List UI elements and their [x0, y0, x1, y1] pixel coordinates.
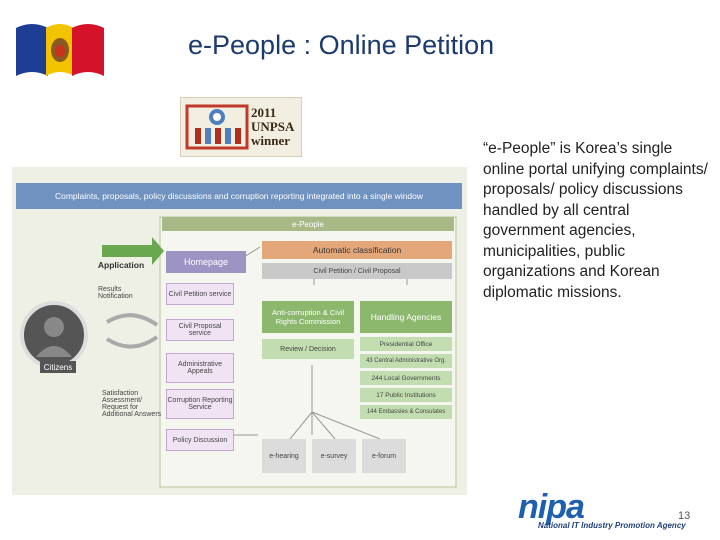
output-e-forum: e-forum: [362, 439, 406, 473]
badge-label: winner: [251, 133, 290, 148]
slide-title: e-People : Online Petition: [188, 30, 495, 60]
service-civil-petition: Civil Petition service: [166, 283, 234, 305]
satisfaction-label: Satisfaction Assessment/ Request for Add…: [102, 390, 162, 418]
un-public-service-logo-icon: [185, 104, 249, 150]
nipa-logo-text: nipa: [518, 488, 585, 526]
agency-central-org: 43 Central Administrative Org.: [360, 354, 452, 368]
automatic-classification-box: Automatic classification: [262, 241, 452, 259]
output-e-survey: e-survey: [312, 439, 356, 473]
output-e-hearing: e-hearing: [262, 439, 306, 473]
agency-local-governments: 244 Local Governments: [360, 371, 452, 385]
homepage-box: Homepage: [166, 251, 246, 273]
diagram-banner: Complaints, proposals, policy discussion…: [16, 183, 462, 209]
review-decision-box: Review / Decision: [262, 339, 354, 359]
results-notification-label: Results Notification: [98, 286, 133, 300]
e-people-header: e-People: [162, 217, 454, 231]
handling-agencies-box: Handling Agencies: [360, 301, 452, 333]
badge-year: 2011: [251, 105, 277, 120]
e-people-diagram: Complaints, proposals, policy discussion…: [12, 167, 467, 495]
service-civil-proposal: Civil Proposal service: [166, 319, 234, 341]
application-label: Application: [97, 260, 145, 270]
civil-petition-proposal-box: Civil Petition / Civil Proposal: [262, 263, 452, 279]
agency-public-institutions: 17 Public Institutions: [360, 388, 452, 402]
nipa-logo: nipa National IT Industry Promotion Agen…: [518, 488, 718, 536]
nipa-logo-subtitle: National IT Industry Promotion Agency: [538, 521, 686, 530]
badge-org: UNPSA: [251, 119, 295, 134]
service-administrative-appeals: Administrative Appeals: [166, 353, 234, 383]
description-text: “e-People” is Korea’s single online port…: [483, 140, 708, 301]
moldova-flag-icon: [16, 24, 104, 76]
agency-presidential-office: Presidential Office: [360, 337, 452, 351]
service-corruption-reporting: Corruption Reporting Service: [166, 389, 234, 419]
page-number: 13: [678, 510, 691, 522]
service-policy-discussion: Policy Discussion: [166, 429, 234, 451]
unpsa-badge: 2011 UNPSA winner: [180, 97, 302, 157]
citizens-label: Citizens: [40, 361, 76, 373]
anti-corruption-box: Anti-corruption & Civil Rights Commissio…: [262, 301, 354, 333]
agency-embassies: 144 Embassies & Consulates: [360, 405, 452, 419]
